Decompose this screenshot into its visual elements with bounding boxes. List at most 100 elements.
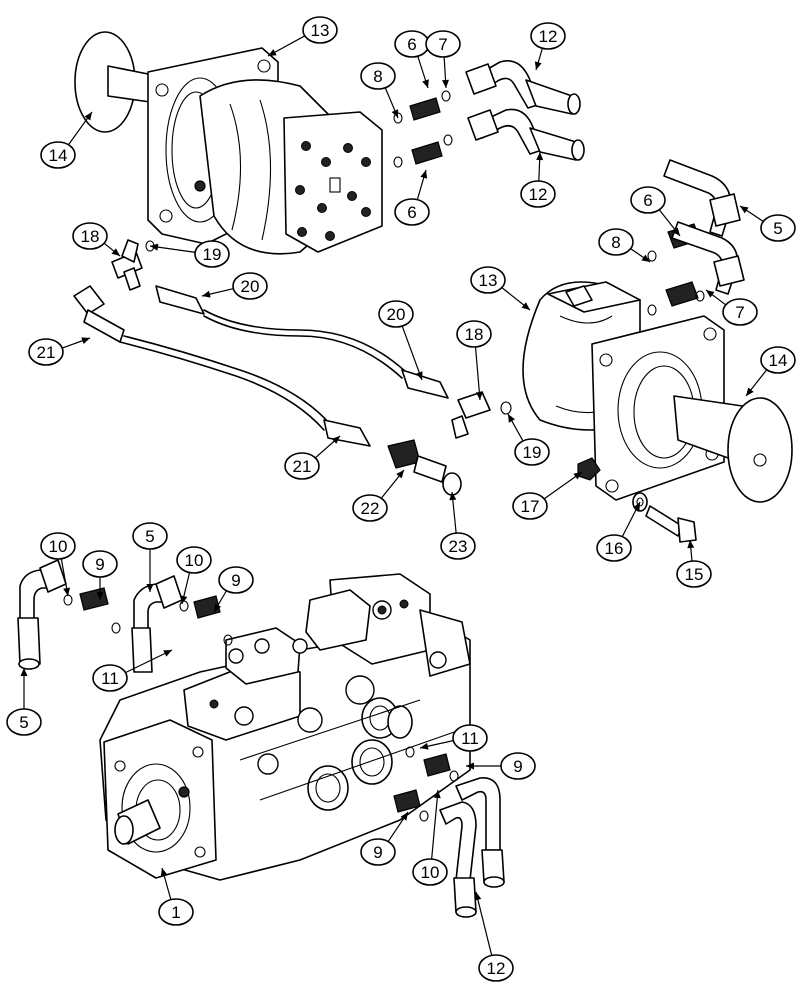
callout-number: 12 bbox=[539, 27, 558, 46]
callout-12: 12 bbox=[520, 151, 556, 208]
callout-bubble bbox=[378, 300, 414, 328]
callout-arrowhead bbox=[160, 868, 168, 877]
callout-11: 11 bbox=[92, 649, 173, 692]
callout-number: 6 bbox=[643, 191, 652, 210]
callout-arrowhead bbox=[391, 109, 399, 118]
callout-number: 9 bbox=[513, 757, 522, 776]
callout-arrowhead bbox=[420, 170, 428, 179]
callout-number: 11 bbox=[101, 669, 119, 688]
callout-number: 10 bbox=[185, 551, 204, 570]
callout-leader-line bbox=[124, 649, 173, 674]
callout-leader-line bbox=[474, 346, 481, 401]
callout-number: 8 bbox=[611, 233, 620, 252]
callout-19: 19 bbox=[507, 413, 550, 466]
callout-bubble bbox=[512, 492, 548, 520]
callout-7: 7 bbox=[705, 289, 758, 326]
callout-number: 10 bbox=[49, 537, 68, 556]
callout-14: 14 bbox=[40, 111, 93, 169]
callout-arrowhead bbox=[449, 492, 457, 501]
callout-arrowhead bbox=[202, 290, 211, 298]
callout-arrowhead bbox=[84, 112, 92, 121]
callout-bubble bbox=[194, 240, 230, 268]
callout-bubble bbox=[158, 898, 194, 926]
callout-bubble bbox=[598, 228, 634, 256]
callout-9: 9 bbox=[213, 566, 254, 613]
callout-number: 9 bbox=[373, 843, 382, 862]
callout-number: 18 bbox=[465, 325, 484, 344]
callout-5: 5 bbox=[132, 522, 168, 592]
callout-number: 7 bbox=[438, 35, 447, 54]
callout-number: 13 bbox=[311, 21, 330, 40]
callout-20: 20 bbox=[378, 300, 423, 381]
callout-arrowhead bbox=[422, 79, 429, 88]
callout-arrowhead bbox=[521, 302, 530, 310]
pump-left-fittings bbox=[17, 559, 233, 673]
callout-arrowhead bbox=[111, 248, 120, 256]
callout-bubble bbox=[470, 266, 506, 294]
callout-bubble bbox=[40, 532, 76, 560]
callout-arrowhead bbox=[63, 587, 71, 596]
callout-bubble bbox=[82, 550, 118, 578]
callout-13: 13 bbox=[267, 16, 338, 57]
callout-number: 12 bbox=[529, 185, 548, 204]
callout-bubble bbox=[722, 298, 758, 326]
callout-arrowhead bbox=[96, 592, 104, 600]
callout-bubble bbox=[232, 272, 268, 300]
callout-bubble bbox=[284, 452, 320, 480]
callout-bubble bbox=[40, 141, 76, 169]
callout-number: 14 bbox=[49, 146, 68, 165]
callout-6: 6 bbox=[394, 169, 430, 226]
callout-19: 19 bbox=[149, 240, 230, 268]
callout-leader-line bbox=[475, 891, 493, 956]
callout-number: 20 bbox=[387, 305, 406, 324]
callout-arrowhead bbox=[474, 892, 482, 901]
wheel-hub-disc-lower bbox=[727, 397, 793, 503]
callout-bubble bbox=[425, 30, 461, 58]
pump-right-fittings bbox=[393, 746, 505, 918]
callout-arrowhead bbox=[534, 61, 542, 70]
callout-number: 22 bbox=[361, 499, 380, 518]
callout-8: 8 bbox=[598, 228, 651, 263]
callout-number: 9 bbox=[231, 571, 240, 590]
callout-arrowhead bbox=[672, 227, 680, 236]
callout-number: 21 bbox=[293, 457, 312, 476]
callout-12: 12 bbox=[530, 22, 566, 71]
callout-5: 5 bbox=[739, 205, 796, 242]
callout-leader-line bbox=[431, 789, 439, 860]
callout-bubble bbox=[132, 522, 168, 550]
callout-arrowhead bbox=[146, 584, 154, 592]
callout-arrowhead bbox=[475, 391, 483, 400]
callout-7: 7 bbox=[425, 30, 461, 89]
callout-number: 6 bbox=[407, 35, 416, 54]
callout-bubble bbox=[440, 532, 476, 560]
callout-arrowhead bbox=[687, 540, 695, 549]
callout-arrowhead bbox=[433, 790, 441, 799]
callout-arrowhead bbox=[420, 742, 429, 750]
callout-bubble bbox=[456, 320, 492, 348]
callout-number: 21 bbox=[37, 343, 56, 362]
callout-number: 23 bbox=[449, 537, 468, 556]
callout-bubble bbox=[360, 62, 396, 90]
callout-bubble bbox=[176, 546, 212, 574]
callout-arrowhead bbox=[641, 254, 650, 262]
callout-bubble bbox=[596, 534, 632, 562]
callout-arrowhead bbox=[508, 414, 515, 423]
callout-15: 15 bbox=[676, 539, 712, 588]
callout-number: 17 bbox=[521, 497, 540, 516]
callout-number: 8 bbox=[373, 67, 382, 86]
callout-arrowhead bbox=[20, 668, 28, 676]
drive-motor-upper bbox=[74, 31, 383, 255]
callout-arrowhead bbox=[331, 436, 340, 444]
callout-18: 18 bbox=[456, 320, 492, 401]
drive-motor-lower bbox=[522, 159, 793, 543]
callout-number: 1 bbox=[171, 903, 180, 922]
callout-arrowhead bbox=[573, 472, 582, 480]
callout-21: 21 bbox=[284, 435, 341, 480]
callout-arrowhead bbox=[466, 762, 474, 770]
callout-number: 7 bbox=[735, 303, 744, 322]
callout-arrowhead bbox=[396, 470, 404, 479]
callout-11: 11 bbox=[419, 724, 488, 752]
callout-arrowhead bbox=[415, 371, 423, 380]
callout-arrowhead bbox=[268, 49, 277, 56]
